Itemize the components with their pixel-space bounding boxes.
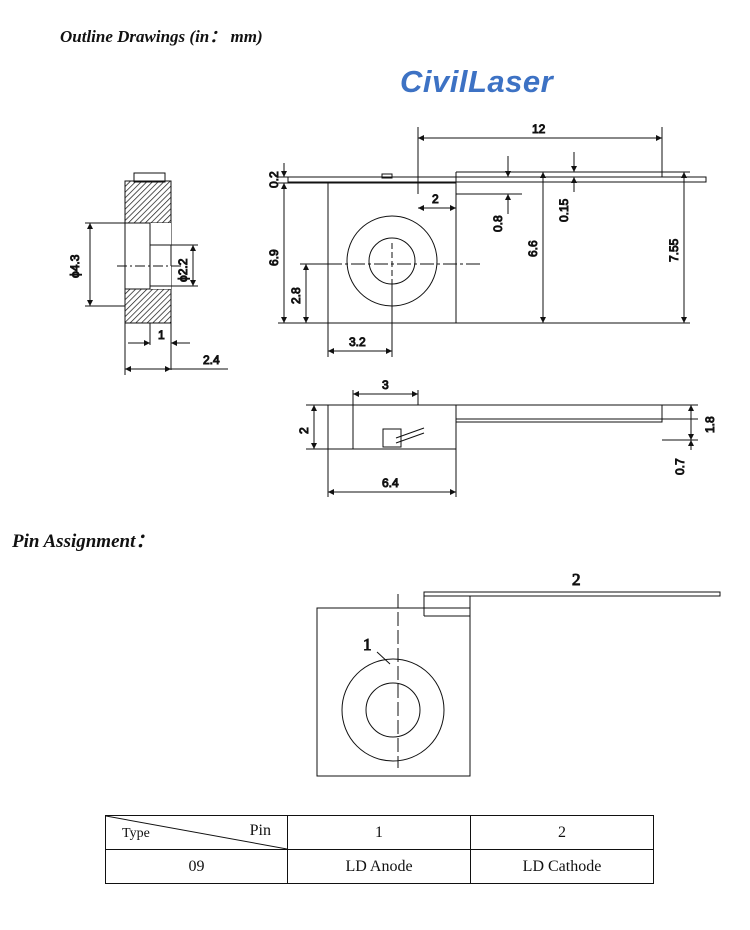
- dim-7-55: 7.55: [667, 238, 681, 262]
- type-pin-header-cell: Type Pin: [105, 815, 288, 850]
- dim-0-15: 0.15: [557, 198, 571, 222]
- dim-3-2: 3.2: [349, 335, 366, 349]
- dim-2-4: 2.4: [203, 353, 220, 367]
- pin-1-function: LD Anode: [287, 849, 471, 884]
- dim-1: 1: [158, 328, 165, 342]
- dim-0-2: 0.2: [267, 171, 281, 188]
- table-header-row: Type Pin 1 2: [105, 815, 654, 850]
- pin-assignment-drawing: [316, 591, 721, 777]
- dim-6-6: 6.6: [526, 240, 540, 257]
- pin-2-function: LD Cathode: [470, 849, 654, 884]
- pin-header: Pin: [249, 822, 271, 839]
- dim-phi-2-2: ϕ2.2: [176, 258, 190, 282]
- dim-0-7: 0.7: [673, 458, 687, 475]
- diagonal-divider: [106, 816, 287, 849]
- dim-2: 2: [297, 427, 311, 434]
- dim-3: 3: [382, 378, 389, 392]
- dim-0-8: 0.8: [491, 215, 505, 232]
- pin-2-label: 2: [572, 570, 581, 589]
- pin-assignment-table: Type Pin 1 2 09 LD Anode LD Cathode: [105, 815, 654, 884]
- pin-1-label: 1: [363, 635, 372, 654]
- table-row: 09 LD Anode LD Cathode: [105, 849, 654, 884]
- dim-6-4: 6.4: [382, 476, 399, 490]
- col-2-header: 2: [470, 815, 654, 850]
- dim-2-8: 2.8: [289, 287, 303, 304]
- outline-drawings-title: Outline Drawings (in： mm): [60, 27, 263, 46]
- dim-2-tab: 2: [432, 192, 439, 206]
- col-1-header: 1: [287, 815, 471, 850]
- pin-assignment-title: Pin Assignment：: [12, 531, 155, 552]
- type-header: Type: [122, 826, 150, 841]
- side-view: [85, 172, 228, 375]
- brand-logo: CivilLaser: [400, 64, 554, 99]
- dim-12: 12: [532, 122, 546, 136]
- dim-6-9: 6.9: [267, 249, 281, 266]
- front-view: [278, 127, 707, 357]
- dim-phi-4-3: ϕ4.3: [68, 254, 82, 278]
- type-cell: 09: [105, 849, 288, 884]
- top-view: [306, 390, 698, 497]
- dim-1-8: 1.8: [703, 416, 717, 433]
